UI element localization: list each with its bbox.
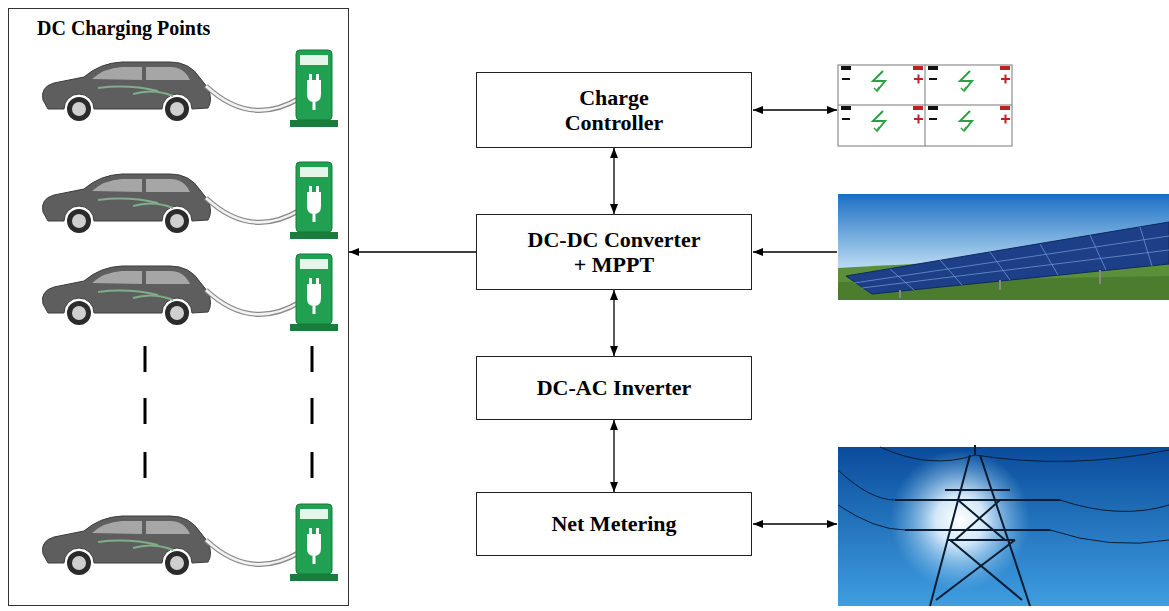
power-grid (838, 445, 1169, 606)
flow-arrow (613, 148, 614, 214)
power-flow-arrow (753, 110, 837, 524)
flow-arrow (613, 290, 614, 356)
battery-bank (838, 65, 1012, 146)
continuation-dashes (145, 346, 312, 478)
car-and-charger (42, 50, 338, 581)
solar-panel (838, 194, 1169, 300)
process-box: Net Metering (476, 492, 752, 556)
box-label: DC-DC Converter + MPPT (523, 227, 705, 278)
flow-arrow (613, 420, 614, 492)
charging-area: DC Charging Points (8, 8, 349, 606)
box-label: DC-AC Inverter (537, 375, 692, 400)
process-box: Charge Controller (476, 72, 752, 148)
process-box: DC-AC Inverter (476, 356, 752, 420)
box-label: Charge Controller (554, 85, 674, 136)
group-heading: DC Charging Points (37, 17, 337, 40)
box-label: Net Metering (551, 511, 676, 536)
process-box: DC-DC Converter + MPPT (476, 214, 752, 290)
flow-arrow (349, 251, 476, 252)
